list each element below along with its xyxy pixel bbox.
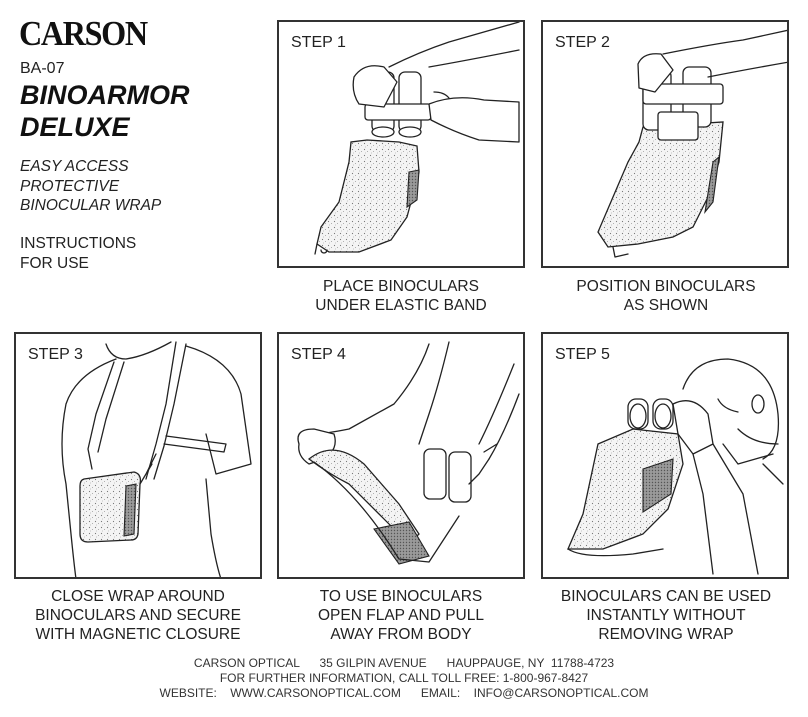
product-title-line-2: DELUXE — [20, 112, 130, 142]
caption-line: REMOVING WRAP — [598, 626, 734, 643]
instructions-heading: INSTRUCTIONS FOR USE — [20, 234, 136, 273]
step-2-label: STEP 2 — [555, 34, 610, 51]
step-5-caption: BINOCULARS CAN BE USED INSTANTLY WITHOUT… — [516, 587, 808, 644]
footer-phone-line: FOR FURTHER INFORMATION, CALL TOLL FREE:… — [219, 671, 589, 685]
step-1-caption: PLACE BINOCULARS UNDER ELASTIC BAND — [251, 277, 551, 315]
caption-line: OPEN FLAP AND PULL — [318, 607, 484, 624]
subtitle-line: PROTECTIVE — [20, 177, 120, 195]
caption-line: PLACE BINOCULARS — [323, 278, 479, 295]
step-5-label: STEP 5 — [555, 346, 610, 363]
email-link[interactable]: INFO@CARSONOPTICAL.COM — [473, 686, 649, 700]
step-2-caption: POSITION BINOCULARS AS SHOWN — [516, 277, 808, 315]
product-subtitle: EASY ACCESS PROTECTIVE BINOCULAR WRAP — [20, 157, 161, 216]
city-state-zip: HAUPPAUGE, NY 11788-4723 — [446, 656, 615, 670]
step-5-panel: STEP 5 — [541, 332, 789, 579]
caption-line: POSITION BINOCULARS — [576, 278, 756, 295]
step-3-caption: CLOSE WRAP AROUND BINOCULARS AND SECURE … — [0, 587, 288, 644]
company-name: CARSON OPTICAL — [193, 656, 300, 670]
caption-line: WITH MAGNETIC CLOSURE — [35, 626, 241, 643]
binoculars-positioned-in-wrap-icon — [597, 29, 787, 258]
step-3-panel: STEP 3 — [14, 332, 262, 579]
website-label: WEBSITE: — [159, 686, 217, 700]
footer-address-line: CARSON OPTICAL 35 GILPIN AVENUE HAUPPAUG… — [0, 656, 808, 671]
subtitle-line: EASY ACCESS — [20, 158, 129, 175]
caption-line: CLOSE WRAP AROUND — [51, 588, 225, 605]
step-4-panel: STEP 4 — [277, 332, 525, 579]
carson-logo: CARSON — [19, 14, 148, 53]
footer-contact: CARSON OPTICAL 35 GILPIN AVENUE HAUPPAUG… — [0, 656, 808, 701]
instructions-line: FOR USE — [20, 254, 89, 272]
caption-line: BINOCULARS CAN BE USED — [560, 588, 772, 605]
step-3-label: STEP 3 — [28, 346, 83, 363]
website-link[interactable]: WWW.CARSONOPTICAL.COM — [230, 686, 401, 700]
model-number: BA-07 — [20, 60, 65, 77]
caption-line: AS SHOWN — [623, 297, 709, 314]
caption-line: TO USE BINOCULARS — [319, 588, 483, 605]
product-title: BINOARMOR DELUXE — [20, 79, 190, 143]
email-label: EMAIL: — [420, 686, 461, 700]
wrap-closed-on-chest-harness-icon — [61, 341, 252, 577]
step-4-label: STEP 4 — [291, 346, 346, 363]
product-title-line-1: BINOARMOR — [20, 80, 190, 110]
caption-line: AWAY FROM BODY — [330, 626, 472, 643]
footer-web-line: WEBSITE: WWW.CARSONOPTICAL.COM EMAIL: IN… — [0, 686, 808, 701]
street-address: 35 GILPIN AVENUE — [319, 656, 427, 670]
opening-wrap-flap-icon — [297, 341, 520, 565]
step-1-label: STEP 1 — [291, 34, 346, 51]
person-viewing-through-binoculars-icon — [567, 358, 784, 575]
step-2-panel: STEP 2 — [541, 20, 789, 268]
caption-line: INSTANTLY WITHOUT — [586, 607, 746, 624]
subtitle-line: BINOCULAR WRAP — [20, 197, 162, 214]
caption-line: UNDER ELASTIC BAND — [315, 297, 487, 314]
caption-line: BINOCULARS AND SECURE — [35, 607, 241, 624]
instructions-line: INSTRUCTIONS — [20, 235, 137, 252]
step-4-caption: TO USE BINOCULARS OPEN FLAP AND PULL AWA… — [251, 587, 551, 644]
step-1-panel: STEP 1 — [277, 20, 525, 268]
hands-placing-binoculars-under-band-icon — [314, 22, 520, 255]
